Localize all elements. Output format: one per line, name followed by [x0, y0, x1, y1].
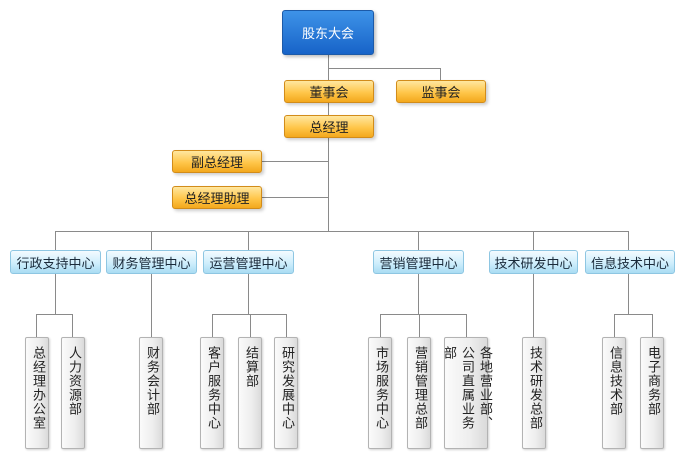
node-dept-gm-office[interactable]: 总经理办公室 — [25, 337, 49, 449]
node-label: 董事会 — [309, 86, 349, 101]
node-label: 财务管理中心 — [112, 256, 191, 272]
node-dept-hr[interactable]: 人力资源部 — [61, 337, 85, 449]
node-center-it[interactable]: 信息技术中心 — [585, 250, 675, 274]
node-label: 人力资源部 — [66, 346, 81, 416]
node-supervisors[interactable]: 监事会 — [396, 80, 486, 103]
node-center-finance[interactable]: 财务管理中心 — [106, 250, 197, 274]
node-label: 信息技术中心 — [590, 256, 669, 272]
node-label: 总经理助理 — [184, 192, 250, 207]
node-label: 电子商务部 — [645, 346, 660, 416]
node-label: 运营管理中心 — [209, 256, 288, 272]
node-label: 总经理办公室 — [30, 346, 45, 430]
node-label: 副总经理 — [190, 156, 243, 171]
node-label: 技术研发中心 — [494, 256, 573, 272]
node-label: 研究发展中心 — [279, 346, 294, 430]
node-dept-ecommerce[interactable]: 电子商务部 — [640, 337, 664, 449]
node-dept-it[interactable]: 信息技术部 — [602, 337, 626, 449]
node-label: 监事会 — [421, 86, 461, 101]
node-label: 股东大会 — [301, 27, 354, 42]
node-dept-rnd-hq[interactable]: 技术研发总部 — [522, 337, 546, 449]
node-dept-research[interactable]: 研究发展中心 — [274, 337, 298, 449]
node-label: 信息技术部 — [607, 346, 622, 416]
node-label: 营销管理中心 — [379, 256, 458, 272]
node-center-operations[interactable]: 运营管理中心 — [203, 250, 294, 274]
node-label: 财务会计部 — [144, 346, 159, 416]
node-label: 各地营业部、公司直属业务部 — [441, 346, 492, 430]
node-dept-settlement[interactable]: 结算部 — [238, 337, 262, 449]
node-dept-accounting[interactable]: 财务会计部 — [139, 337, 163, 449]
node-dept-market-service[interactable]: 市场服务中心 — [368, 337, 392, 449]
node-dept-branches[interactable]: 各地营业部、公司直属业务部 — [441, 337, 492, 449]
node-shareholders-meeting[interactable]: 股东大会 — [282, 10, 374, 55]
node-label: 总经理 — [309, 121, 349, 136]
node-label: 行政支持中心 — [16, 256, 95, 272]
node-board[interactable]: 董事会 — [284, 80, 374, 103]
node-general-manager[interactable]: 总经理 — [284, 115, 374, 138]
node-gm-assistant[interactable]: 总经理助理 — [172, 186, 262, 209]
node-center-rnd[interactable]: 技术研发中心 — [489, 250, 578, 274]
node-dept-marketing-hq[interactable]: 营销管理总部 — [407, 337, 431, 449]
node-center-admin[interactable]: 行政支持中心 — [10, 250, 101, 274]
node-deputy-gm[interactable]: 副总经理 — [172, 150, 262, 173]
node-label: 结算部 — [243, 346, 258, 388]
node-label: 营销管理总部 — [412, 346, 427, 430]
node-label: 客户服务中心 — [205, 346, 220, 430]
node-label: 技术研发总部 — [527, 346, 542, 430]
node-label: 市场服务中心 — [373, 346, 388, 430]
node-center-marketing[interactable]: 营销管理中心 — [373, 250, 464, 274]
node-dept-customer-service[interactable]: 客户服务中心 — [200, 337, 224, 449]
